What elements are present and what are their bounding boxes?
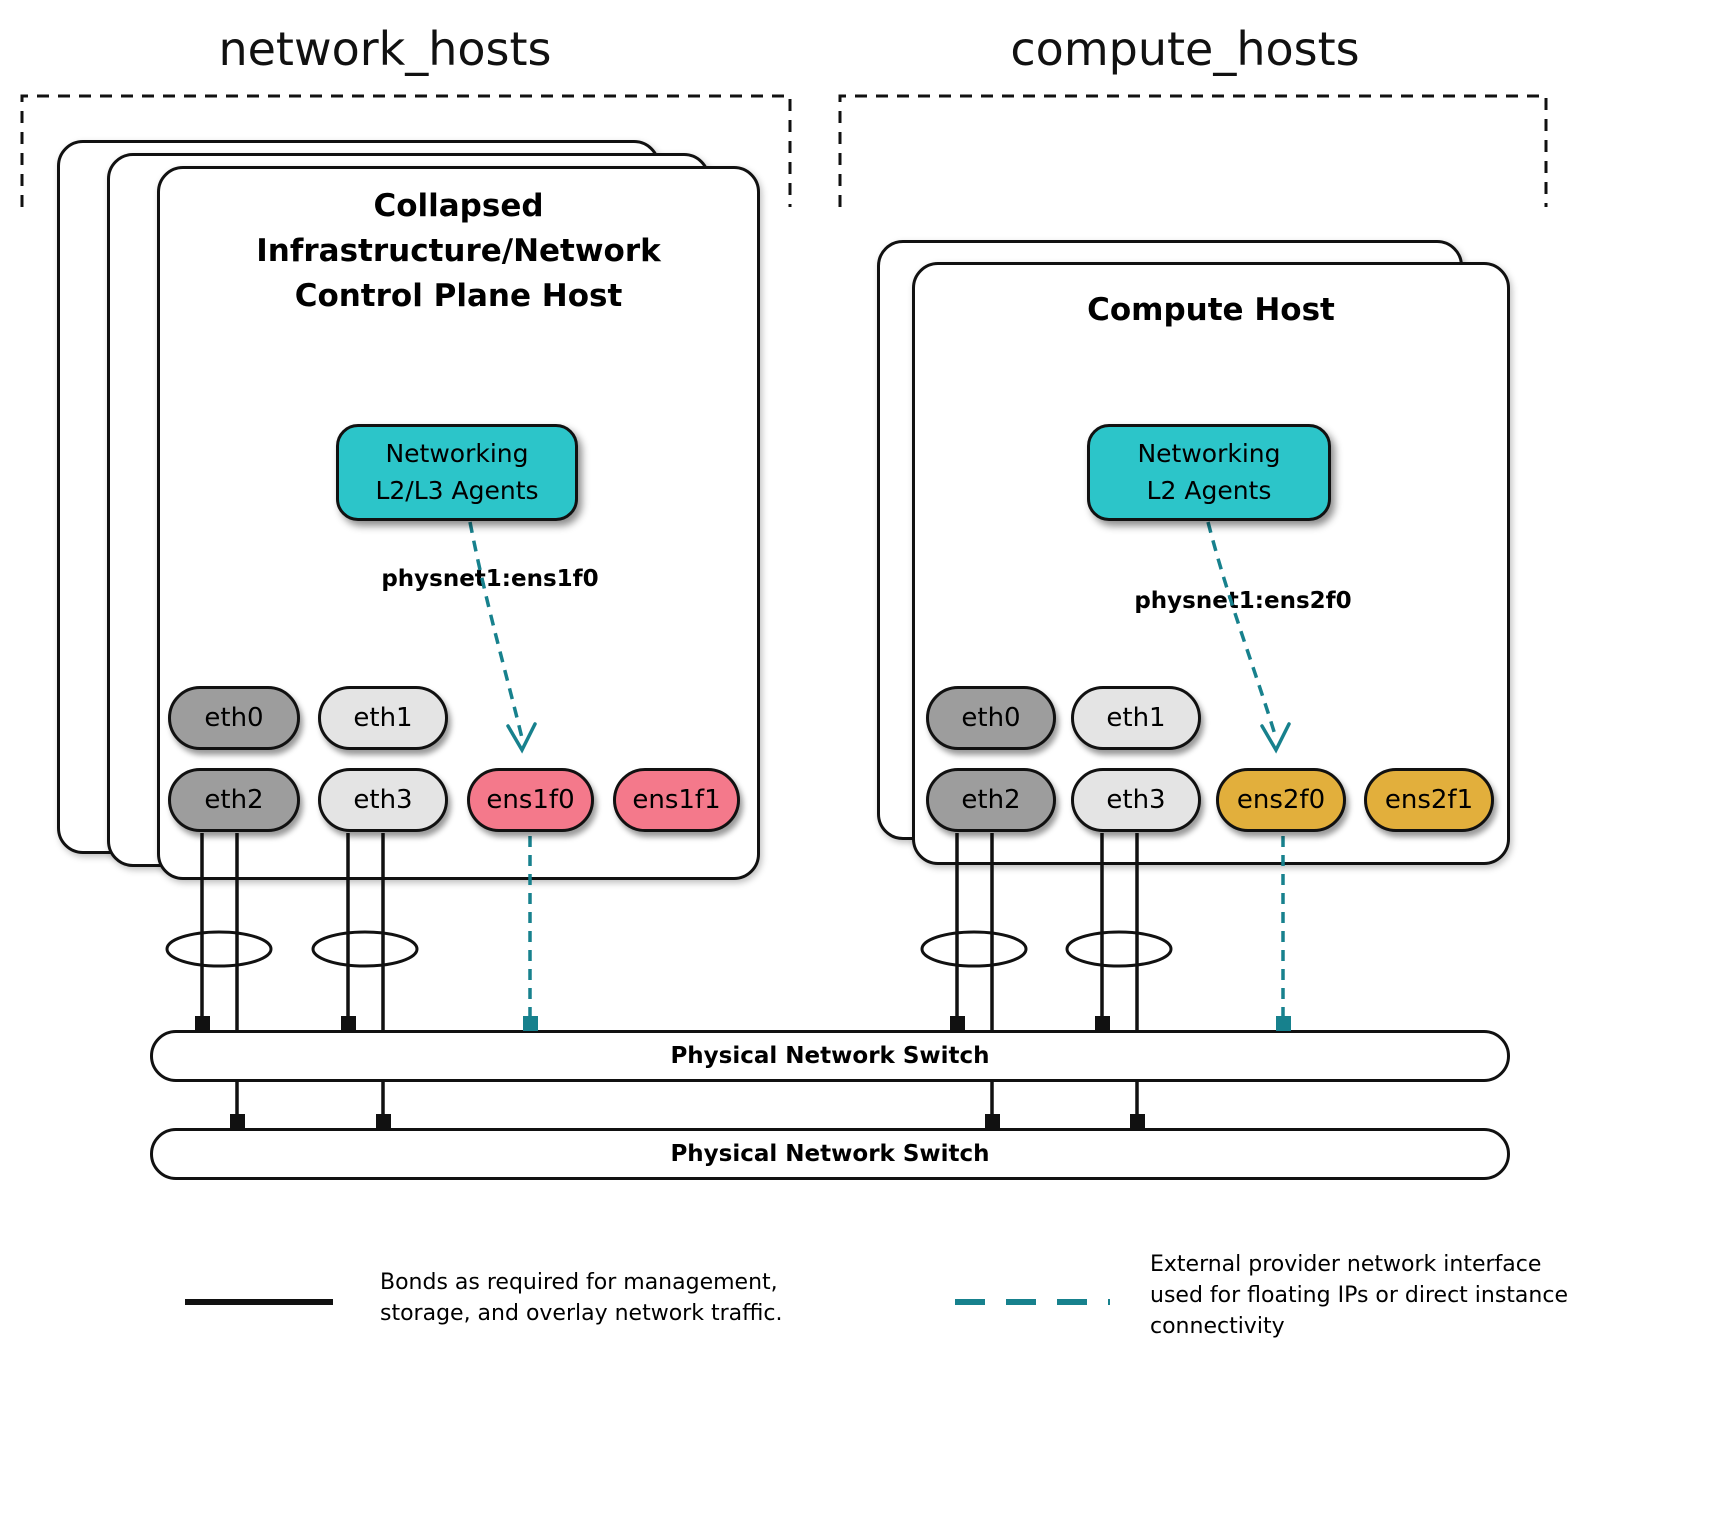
nic-pill-eth3: eth3 — [318, 768, 448, 832]
nic-pill-eth2: eth2 — [168, 768, 300, 832]
network-host-card-front — [157, 166, 760, 880]
switch-port-square — [1130, 1114, 1145, 1129]
provider-port-square — [1276, 1016, 1291, 1031]
compute-hosts-group-label: compute_hosts — [1010, 22, 1360, 76]
legend-provider-text: External provider network interface used… — [1150, 1252, 1568, 1339]
nic-pill-eth0: eth0 — [168, 686, 300, 750]
physical-network-switch-2: Physical Network Switch — [150, 1128, 1510, 1180]
nic-pill-ens1f0: ens1f0 — [467, 768, 594, 832]
nic-pill-ens1f1: ens1f1 — [613, 768, 740, 832]
network-l2l3-agents-box: Networking L2/L3 Agents — [336, 424, 578, 521]
switch-port-square — [985, 1114, 1000, 1129]
compute-hosts-group-border — [838, 94, 1548, 207]
provider-port-square — [523, 1016, 538, 1031]
network-host-title: Collapsed Infrastructure/Network Control… — [256, 188, 661, 314]
switch-port-square — [195, 1016, 210, 1031]
compute-l2-agents-box: Networking L2 Agents — [1087, 424, 1331, 521]
nic-pill-eth2: eth2 — [926, 768, 1056, 832]
legend-bond-text: Bonds as required for management, storag… — [380, 1270, 783, 1326]
bond-ellipses — [165, 930, 1173, 968]
switch-port-square — [230, 1114, 245, 1129]
nic-pill-eth0: eth0 — [926, 686, 1056, 750]
compute-physnet-label: physnet1:ens2f0 — [1134, 588, 1352, 614]
nic-pill-eth1: eth1 — [1071, 686, 1201, 750]
bond-ellipse — [1065, 930, 1173, 968]
network-physnet-label: physnet1:ens1f0 — [381, 566, 599, 592]
bond-ellipse — [165, 930, 273, 968]
bond-ellipse — [920, 930, 1028, 968]
compute-bond-lines — [955, 833, 1139, 1128]
switch-port-square — [1095, 1016, 1110, 1031]
nic-pill-eth1: eth1 — [318, 686, 448, 750]
compute-host-title: Compute Host — [1087, 292, 1335, 328]
nic-pill-eth3: eth3 — [1071, 768, 1201, 832]
switch-port-square — [376, 1114, 391, 1129]
nic-pill-ens2f1: ens2f1 — [1364, 768, 1494, 832]
switch-port-square — [341, 1016, 356, 1031]
nic-pill-ens2f0: ens2f0 — [1216, 768, 1346, 832]
bond-ellipse — [311, 930, 419, 968]
switch-port-square — [950, 1016, 965, 1031]
physical-network-switch-1: Physical Network Switch — [150, 1030, 1510, 1082]
network-hosts-group-label: network_hosts — [218, 22, 552, 76]
